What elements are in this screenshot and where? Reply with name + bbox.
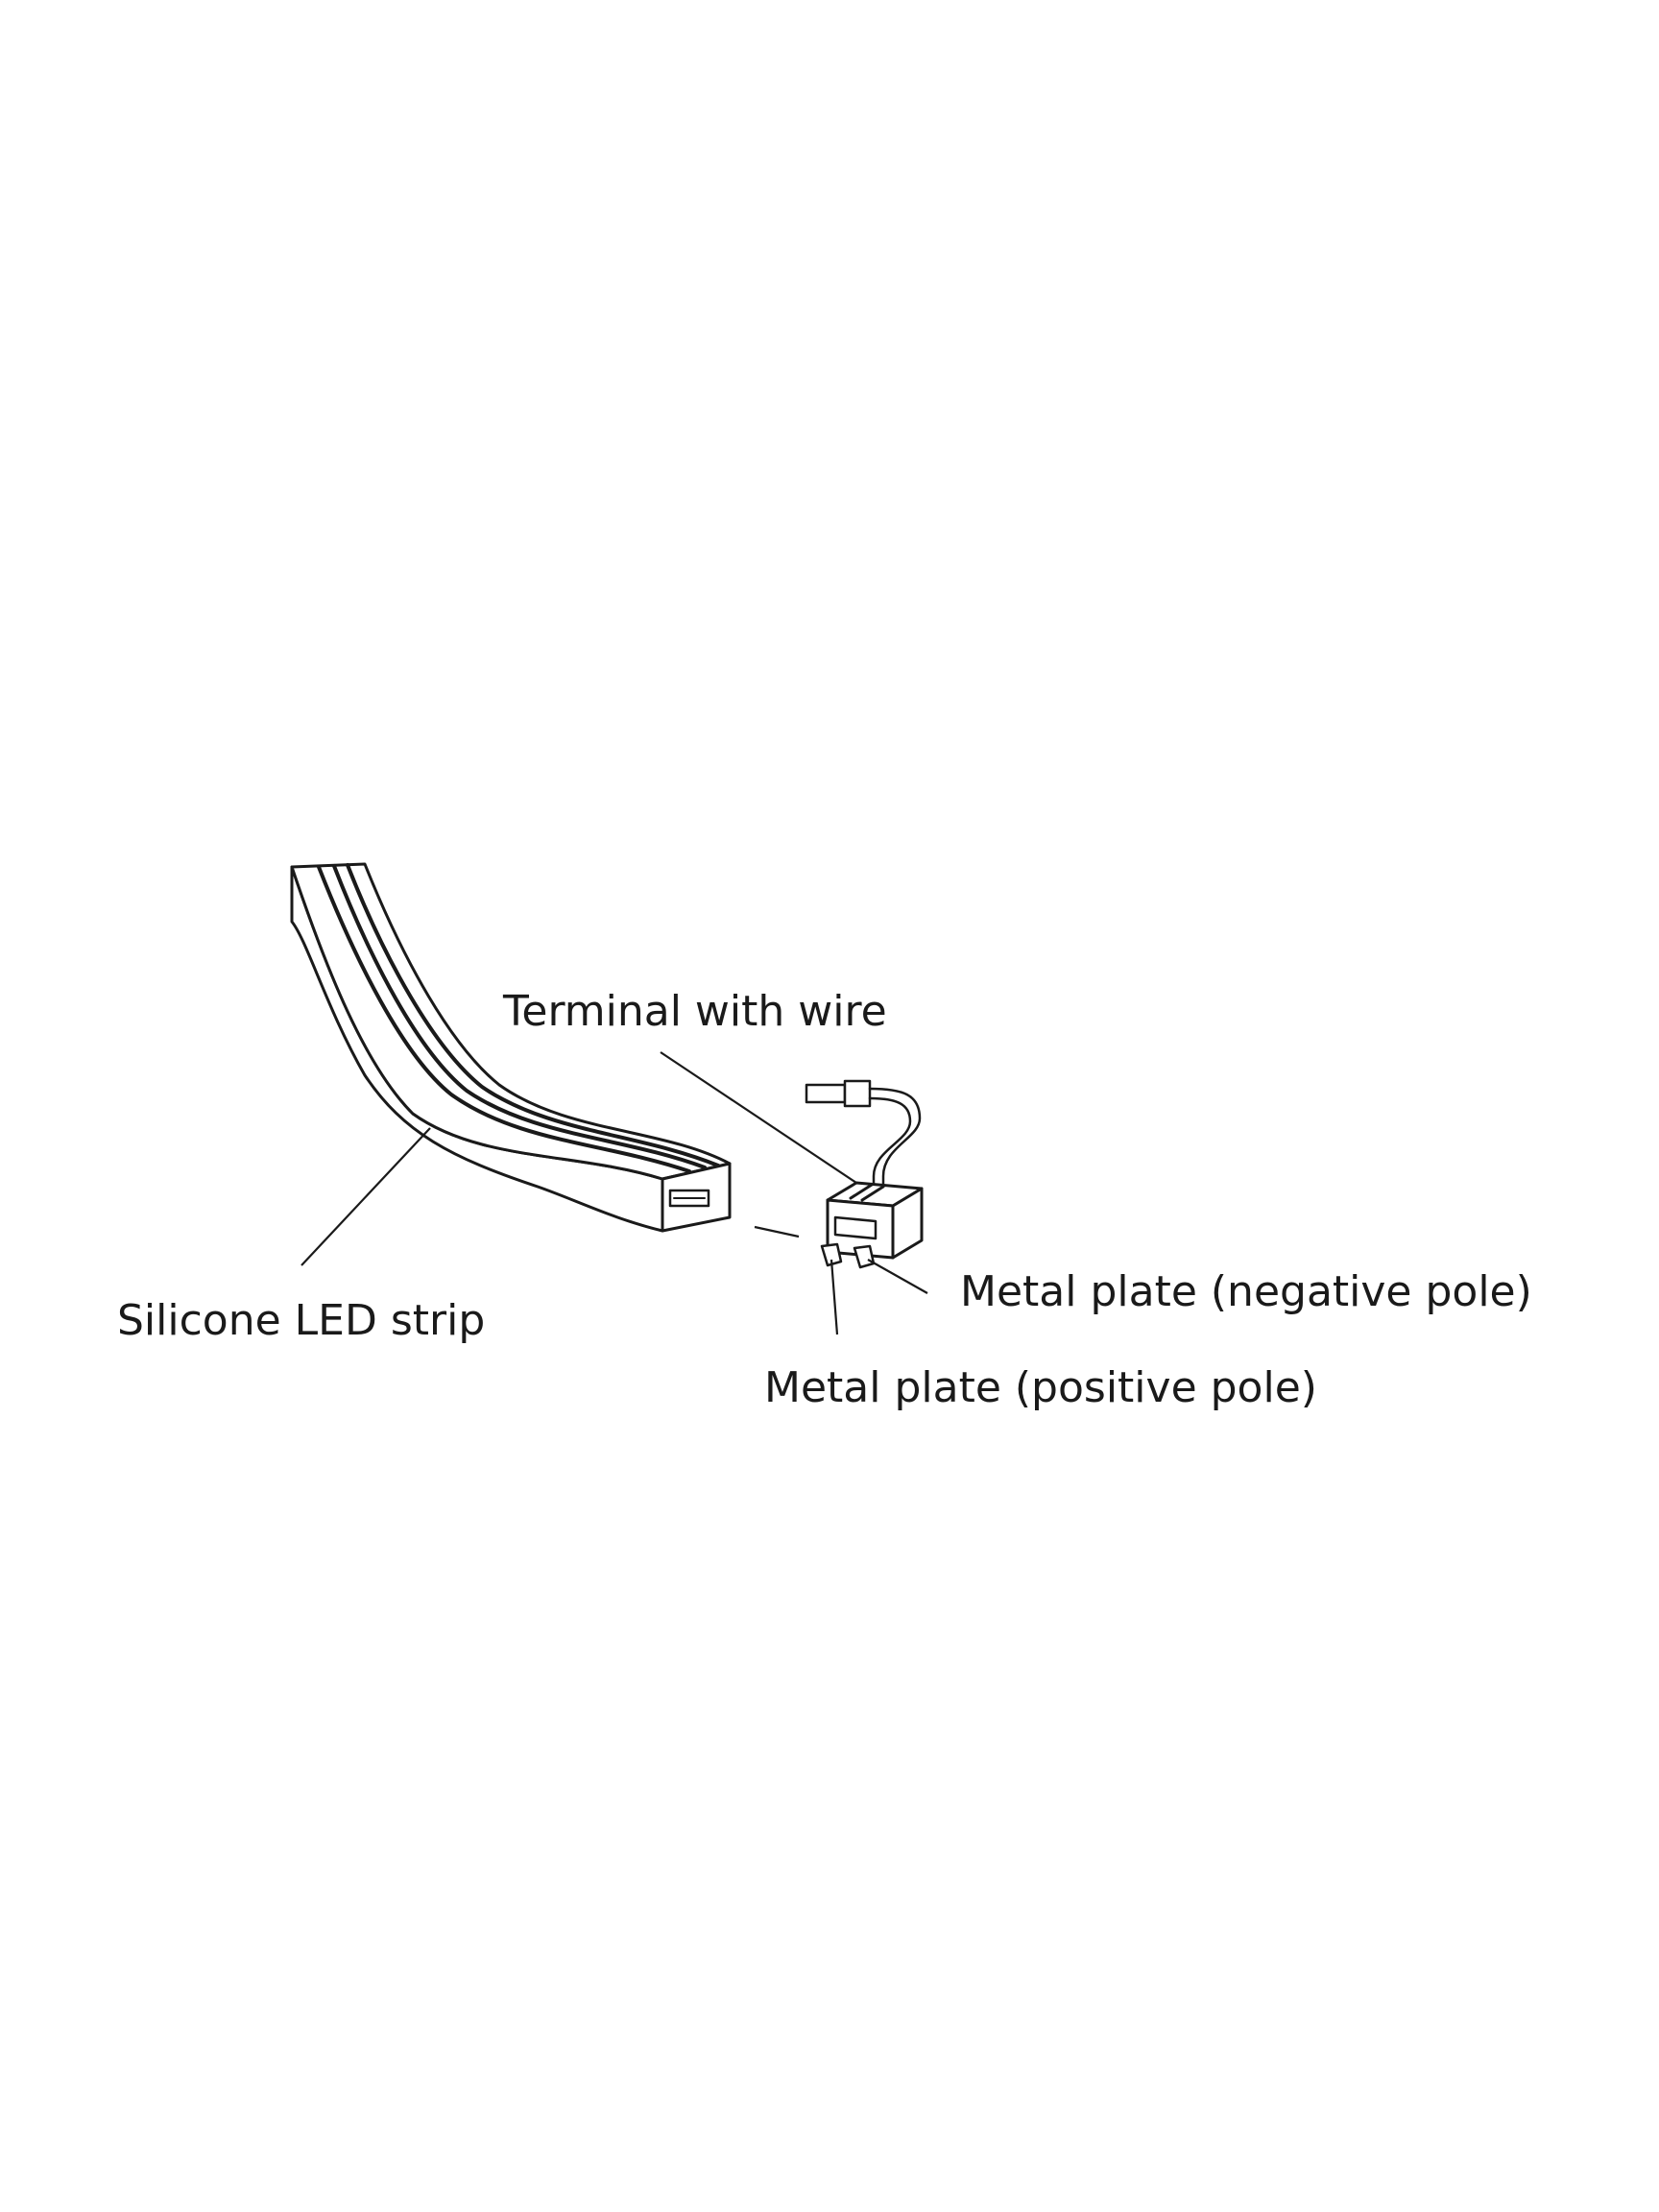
terminal-top-stripe-1 (849, 1183, 874, 1200)
metal-plate-negative (853, 1244, 876, 1269)
leader-negative (867, 1259, 928, 1294)
leader-strip-to-terminal (754, 1225, 800, 1238)
label-metal-plate-positive: Metal plate (positive pole) (764, 1363, 1317, 1412)
strip-channel-2 (332, 864, 707, 1169)
terminal-with-wire (805, 1079, 924, 1269)
wire-1 (868, 1087, 922, 1192)
label-terminal-with-wire: Terminal with wire (502, 987, 887, 1036)
metal-plate-positive (820, 1242, 843, 1267)
label-silicone-led-strip: Silicone LED strip (117, 1296, 485, 1345)
wire-2 (868, 1096, 912, 1192)
label-metal-plate-negative: Metal plate (negative pole) (960, 1267, 1532, 1316)
terminal-top-stripe-2 (860, 1185, 885, 1202)
terminal-tongue (833, 1215, 878, 1240)
strip-channel-1 (317, 865, 691, 1173)
strip-channel-3 (346, 863, 720, 1167)
plug-body (805, 1083, 847, 1104)
silicone-led-strip (290, 862, 732, 1233)
leader-strip (301, 1127, 431, 1266)
leader-terminal (660, 1051, 857, 1184)
terminal-side-face (891, 1187, 924, 1260)
plug-collar (843, 1079, 872, 1108)
leader-positive (830, 1259, 839, 1335)
